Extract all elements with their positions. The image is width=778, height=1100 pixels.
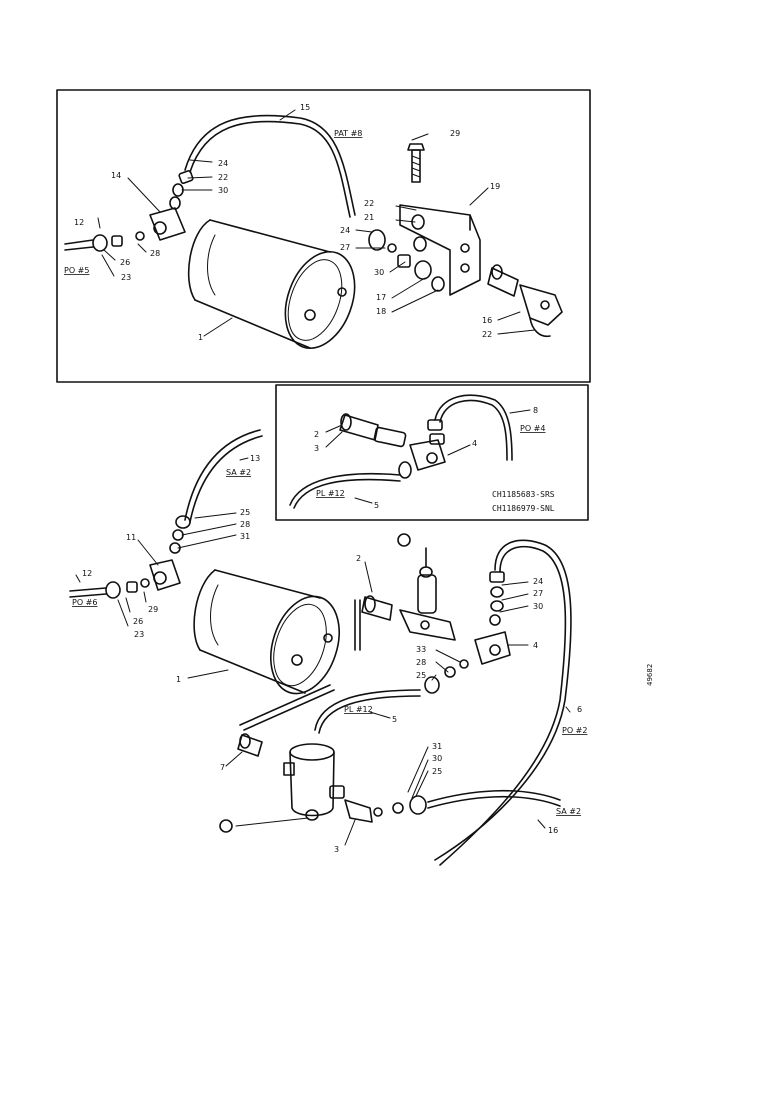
- governor-2: [361, 533, 456, 641]
- label-8: 8: [533, 406, 538, 415]
- label-30-bottom: 30: [533, 602, 543, 611]
- label-2-inset: 2: [314, 430, 319, 439]
- label-1-bottom: 1: [176, 675, 181, 684]
- label-24-top: 24: [218, 159, 228, 168]
- label-19: 19: [490, 182, 500, 191]
- label-22-top-b: 22: [364, 199, 374, 208]
- right-fittings-bottom: [424, 571, 511, 694]
- label-29-top: 29: [450, 129, 460, 138]
- label-30-b: 30: [432, 754, 442, 763]
- label-14: 14: [111, 171, 121, 180]
- air-tank-bottom: [193, 569, 340, 695]
- label-33: 33: [416, 645, 426, 654]
- label-31-b: 31: [432, 742, 442, 751]
- label-3-bottom: 3: [334, 845, 339, 854]
- label-26-bottom: 26: [133, 617, 143, 626]
- label-pat8: PAT #8: [334, 129, 362, 138]
- label-25-c: 25: [432, 767, 442, 776]
- label-29-bottom: 29: [148, 605, 158, 614]
- label-24-bottom: 24: [533, 577, 543, 586]
- label-25-b: 25: [416, 671, 426, 680]
- label-15: 15: [300, 103, 310, 112]
- label-sa2-a: SA #2: [226, 468, 251, 477]
- label-6: 6: [577, 705, 582, 714]
- left-fittings-bottom: [69, 515, 191, 599]
- label-pl12-inset: PL #12: [316, 489, 345, 498]
- label-21-top: 21: [364, 213, 374, 222]
- air-tank-top: [187, 219, 356, 350]
- inset-assembly: [289, 394, 531, 509]
- label-po2: PO #2: [562, 726, 587, 735]
- label-7: 7: [220, 763, 225, 772]
- label-1-top: 1: [198, 333, 203, 342]
- label-po5: PO #5: [64, 266, 89, 275]
- label-25-a: 25: [240, 508, 250, 517]
- label-27-top: 27: [340, 243, 350, 252]
- label-23-bottom: 23: [134, 630, 144, 639]
- label-ch1186979: CH1186979-SNL: [492, 504, 555, 513]
- label-12-top: 12: [74, 218, 84, 227]
- label-5-inset: 5: [374, 501, 379, 510]
- label-17: 17: [376, 293, 386, 302]
- label-31-a: 31: [240, 532, 250, 541]
- label-22-top-c: 22: [482, 330, 492, 339]
- label-sa2-b: SA #2: [556, 807, 581, 816]
- side-code: 49682: [646, 664, 654, 686]
- label-16-top: 16: [482, 316, 492, 325]
- label-22-top-a: 22: [218, 173, 228, 182]
- label-po6: PO #6: [72, 598, 97, 607]
- mid-fittings-top: [368, 214, 445, 292]
- label-4-bottom: 4: [533, 641, 538, 650]
- left-fittings-top: [64, 170, 194, 252]
- valve-16: [487, 264, 563, 338]
- label-28-a: 28: [240, 520, 250, 529]
- label-11: 11: [126, 533, 136, 542]
- inset-panel-frame: [275, 384, 589, 521]
- label-13: 13: [250, 454, 260, 463]
- label-2-bottom: 2: [356, 554, 361, 563]
- label-23-top: 23: [121, 273, 131, 282]
- label-ch1185683: CH1185683-SRS: [492, 490, 555, 499]
- label-26-top: 26: [120, 258, 130, 267]
- part-labels: 15 PAT #8 29 24 22 30 19 14 12 PO #5 26 …: [64, 103, 654, 854]
- label-12-bottom: 12: [82, 569, 92, 578]
- label-18: 18: [376, 307, 386, 316]
- label-16-bottom: 16: [548, 826, 558, 835]
- label-po4: PO #4: [520, 424, 545, 433]
- top-assembly: [64, 109, 563, 350]
- label-30-top: 30: [218, 186, 228, 195]
- bottom-assembly: [69, 429, 572, 866]
- label-28-top: 28: [150, 249, 160, 258]
- label-3-inset: 3: [314, 444, 319, 453]
- label-30-top-b: 30: [374, 268, 384, 277]
- label-4-inset: 4: [472, 439, 477, 448]
- reservoir-bowl: [219, 743, 345, 833]
- label-27-bottom: 27: [533, 589, 543, 598]
- bracket-top: [399, 143, 481, 296]
- label-28-b: 28: [416, 658, 426, 667]
- label-pl12-bottom: PL #12: [344, 705, 373, 714]
- label-5-bottom: 5: [392, 715, 397, 724]
- top-panel-frame: [56, 89, 591, 383]
- label-24-top-b: 24: [340, 226, 350, 235]
